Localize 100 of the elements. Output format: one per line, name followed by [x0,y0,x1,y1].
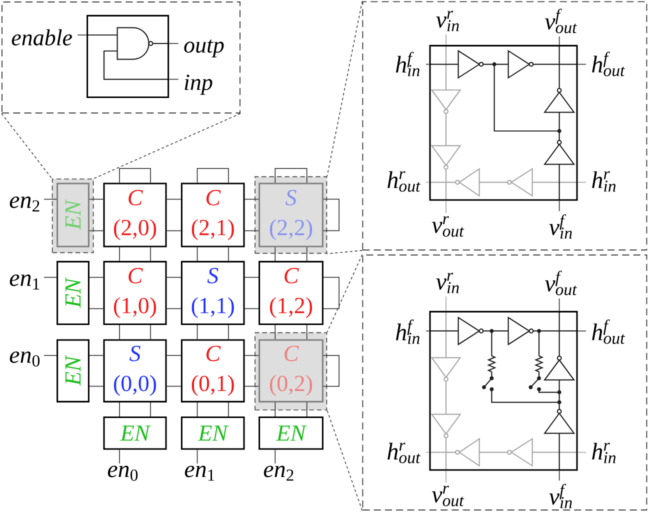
wire [577,452,586,453]
wire [558,36,560,46]
wire [196,402,198,417]
loop-wire [119,168,151,184]
inset-frame [362,254,648,510]
wire [577,182,586,183]
pin-label: v$^{f}$out [544,270,578,296]
wire [244,276,259,278]
cell-box: S (2,2) [258,182,324,248]
wire [558,200,560,212]
wire [558,298,560,312]
wire [306,324,308,340]
signal-label: en$_{2}$ [264,466,294,481]
wire [196,324,198,340]
pin-label: h$^{f}$out [592,319,626,344]
zoom-line [326,250,363,254]
wire [306,246,308,262]
cell-box: S (1,1) [180,260,245,326]
wire [119,449,120,464]
pin-label: inp [184,74,212,95]
wire [228,324,229,340]
pin-label: h$^{r}$in [592,171,616,192]
wire [426,330,430,332]
enable-box: EN [56,339,90,402]
wire [119,324,120,340]
pin-label: h$^{r}$in [592,442,616,464]
wire [89,230,104,232]
wire [577,330,586,332]
enable-box: EN [180,416,245,450]
cell-box: C (1,0) [103,260,167,326]
signal-label: en$_{0}$ [108,466,138,481]
wire [196,449,198,464]
inset-frame [2,2,240,114]
pin-label: v$^{r}$out [432,486,464,506]
enable-box: EN [56,182,90,248]
pin-label: h$^{f}$out [592,52,626,76]
wire [426,452,430,453]
zoom-line [93,113,241,179]
wire [166,354,182,356]
signal-label: en$_{1}$ [184,466,214,481]
pin-label: v$^{r}$out [432,216,464,237]
wire [166,308,182,310]
wire [274,324,276,340]
enable-box: EN [56,260,90,326]
wire [44,354,57,356]
signal-label: en$_{2}$ [10,196,40,212]
cell-box: C (0,2) [258,339,324,402]
wire [244,230,259,232]
pin-label: h$^{r}$out [388,442,421,464]
loop-wire [323,198,340,232]
wire [166,276,182,278]
wire [274,402,276,417]
signal-label: en$_{0}$ [10,351,40,367]
loop-wire [196,168,229,184]
wire [89,354,104,356]
wire [150,324,151,340]
wire [44,198,57,200]
wire [244,198,259,200]
wire [228,246,229,262]
wire [166,386,182,387]
pin-label: h$^{f}$in [396,52,420,76]
loop-wire [274,168,308,184]
wire [77,34,87,36]
wire [166,198,182,200]
cell-box: C (1,2) [258,260,324,326]
wire [119,246,120,262]
wire [89,308,104,310]
wire [426,64,430,65]
pin-label: h$^{f}$in [396,320,420,344]
wire [426,182,430,183]
wire [558,470,560,482]
wire [44,276,57,278]
signal-label: en$_{1}$ [10,274,40,290]
pin-label: v$^{r}$in [436,272,459,294]
cell-box: C (2,0) [103,182,167,248]
zoom-line [326,410,363,511]
wire [228,402,229,417]
wire [150,402,151,417]
wire [196,246,198,262]
pin-label: h$^{r}$out [388,171,421,192]
wire [244,308,259,310]
pin-label: outp [184,40,224,58]
wire [119,402,120,417]
wire [89,276,104,278]
enable-box: EN [103,416,167,450]
wire [577,64,586,65]
pin-label: v$^{r}$in [436,10,459,32]
wire [89,386,104,387]
pin-label: enable [12,29,72,46]
wire [168,78,179,80]
wire [89,198,104,200]
wire [150,246,151,262]
zoom-line [326,0,363,177]
loop-wire [323,276,340,310]
wire [166,230,182,232]
circuit-box [86,14,170,98]
cell-box: C (0,1) [180,339,245,402]
enable-box: EN [258,416,324,450]
pin-label: v$^{f}$in [549,214,572,239]
wire [306,402,308,417]
